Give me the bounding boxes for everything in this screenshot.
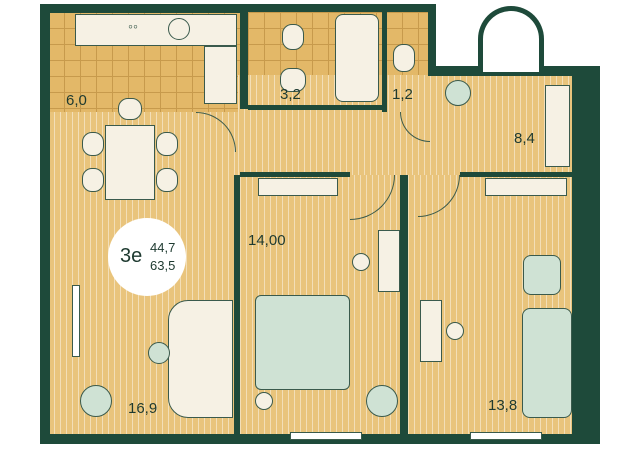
bed xyxy=(255,295,350,390)
window xyxy=(72,285,80,357)
bedroom-top-wall-2 xyxy=(460,172,575,177)
sink-icon xyxy=(168,18,190,40)
sofa xyxy=(168,300,233,418)
wardrobe xyxy=(545,85,570,167)
living-area-value: 44,7 xyxy=(150,240,176,255)
balcony xyxy=(478,6,544,72)
apartment-badge: 3е 44,7 63,5 xyxy=(108,218,186,296)
hall-area-label: 8,4 xyxy=(514,130,535,147)
desk xyxy=(420,300,442,362)
bedroom-top-wall-1 xyxy=(240,172,350,177)
kitchen-counter xyxy=(75,14,237,46)
apartment-type: 3е xyxy=(120,245,143,267)
bed xyxy=(522,308,572,418)
dining-table xyxy=(105,125,155,200)
toilet-area-label: 1,2 xyxy=(392,86,413,103)
chair xyxy=(118,98,142,120)
chair xyxy=(82,168,104,192)
outer-wall-right xyxy=(572,66,600,444)
bathtub xyxy=(335,14,379,102)
plant xyxy=(445,80,471,106)
living-room-area-label: 16,9 xyxy=(128,400,158,417)
bathroom-area-label: 3,2 xyxy=(280,86,301,103)
chair xyxy=(446,322,464,340)
kitchen-bath-wall xyxy=(240,4,248,109)
outer-wall-top xyxy=(40,4,245,13)
chair xyxy=(156,132,178,156)
plant xyxy=(366,385,398,417)
total-area-value: 63,5 xyxy=(150,258,176,273)
chair xyxy=(156,168,178,192)
radiator xyxy=(485,178,567,196)
outer-wall-top-right xyxy=(245,4,435,12)
living-bedroom-wall xyxy=(234,175,240,435)
desk xyxy=(378,230,400,292)
window xyxy=(470,432,542,440)
chair xyxy=(82,132,104,156)
washbasin xyxy=(280,68,306,92)
stool xyxy=(255,392,273,410)
toilet-2 xyxy=(393,44,415,72)
bedroom-1-area-label: 14,00 xyxy=(248,232,286,249)
window xyxy=(290,432,362,440)
kitchen-area-label: 6,0 xyxy=(66,92,87,109)
stool xyxy=(352,253,370,271)
armchair xyxy=(523,255,561,295)
bath-bottom-wall xyxy=(248,105,383,110)
toilet xyxy=(282,24,304,50)
plant xyxy=(80,385,112,417)
toilet-left-wall xyxy=(382,12,387,112)
bedroom-divider-wall xyxy=(400,175,408,435)
radiator xyxy=(258,178,338,196)
stove-icon: ◦◦ xyxy=(128,18,138,34)
bedroom-2-area-label: 13,8 xyxy=(488,397,518,414)
kitchen-counter-side xyxy=(204,46,237,104)
toilet-right-wall xyxy=(428,4,436,76)
outer-wall-left xyxy=(40,4,50,444)
rug xyxy=(148,342,170,364)
